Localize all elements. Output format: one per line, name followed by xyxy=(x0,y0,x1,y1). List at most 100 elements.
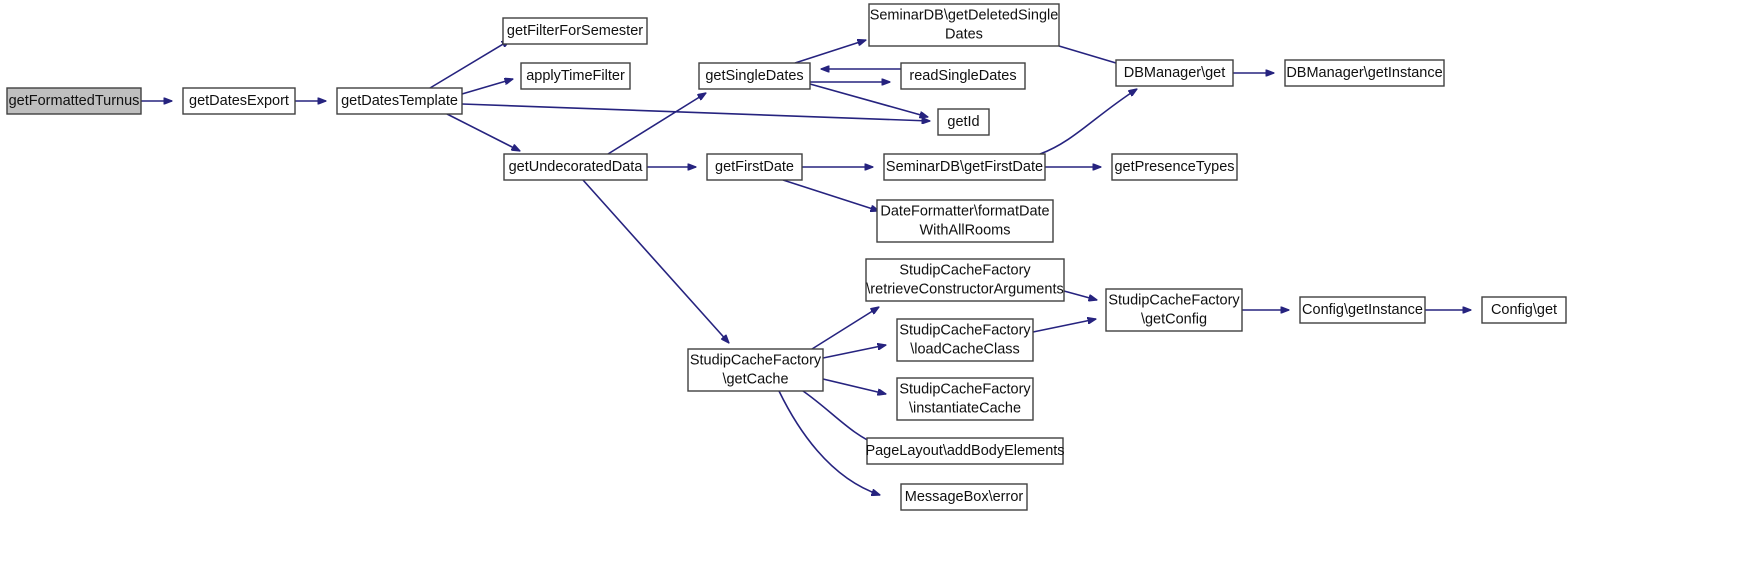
node-DBManagerget[interactable]: DBManager\get xyxy=(1115,59,1234,87)
node-box-applyTimeFilter[interactable] xyxy=(520,62,631,90)
call-edge-getDatesTemplate-to-getUndecoratedData xyxy=(446,113,520,151)
node-label-StudipCacheFactorygetCache: \getCache xyxy=(722,371,788,387)
node-box-MessageBoxerror[interactable] xyxy=(900,483,1028,511)
call-edge-SeminarDBgetDeletedSingleDates-to-DBManagerget xyxy=(1058,45,1126,66)
call-edge-StudipCacheFactorygetCache-to-StudipCacheFactoryretrieveConstructorArguments xyxy=(811,307,879,350)
call-edge-StudipCacheFactoryloadCacheClass-to-StudipCacheFactorygetConfig xyxy=(1032,319,1096,333)
node-box-SeminarDBgetDeletedSingleDates[interactable] xyxy=(868,3,1060,47)
node-getSingleDates[interactable]: getSingleDates xyxy=(698,62,811,90)
node-box-StudipCacheFactorygetCache[interactable] xyxy=(687,348,824,392)
node-StudipCacheFactoryloadCacheClass[interactable]: StudipCacheFactory \loadCacheClass xyxy=(896,318,1034,362)
node-box-StudipCacheFactoryloadCacheClass[interactable] xyxy=(896,318,1034,362)
node-box-PageLayoutaddBodyElements[interactable] xyxy=(866,437,1064,465)
node-box-getPresenceTypes[interactable] xyxy=(1111,153,1238,181)
node-label-DateFormatterformatDateWithAllRooms: DateFormatter\formatDate xyxy=(880,203,1049,219)
node-label-getUndecoratedData: getUndecoratedData xyxy=(509,159,644,175)
node-label-SeminarDBgetDeletedSingleDates: SeminarDB\getDeletedSingle xyxy=(870,7,1059,23)
call-edge-StudipCacheFactoryretrieveConstructorArguments-to-StudipCacheFactorygetConfig xyxy=(1063,290,1097,300)
node-applyTimeFilter[interactable]: applyTimeFilter xyxy=(520,62,631,90)
node-label-StudipCacheFactorygetConfig: \getConfig xyxy=(1141,311,1207,327)
node-label-Configget: Config\get xyxy=(1491,302,1557,318)
node-ConfiggetInstance[interactable]: Config\getInstance xyxy=(1299,296,1426,324)
node-readSingleDates[interactable]: readSingleDates xyxy=(900,62,1026,90)
node-box-readSingleDates[interactable] xyxy=(900,62,1026,90)
node-box-DBManagergetInstance[interactable] xyxy=(1284,59,1445,87)
node-label-DateFormatterformatDateWithAllRooms: WithAllRooms xyxy=(919,222,1010,238)
node-label-MessageBoxerror: MessageBox\error xyxy=(905,489,1024,505)
node-label-StudipCacheFactoryloadCacheClass: \loadCacheClass xyxy=(910,341,1020,357)
node-label-getFormattedTurnus: getFormattedTurnus xyxy=(9,93,140,109)
node-box-SeminarDBgetFirstDate[interactable] xyxy=(883,153,1046,181)
node-label-getId: getId xyxy=(947,114,979,130)
node-label-readSingleDates: readSingleDates xyxy=(909,68,1016,84)
node-box-getFilterForSemester[interactable] xyxy=(502,17,648,45)
call-edge-StudipCacheFactorygetCache-to-MessageBoxerror xyxy=(778,390,880,495)
call-edge-StudipCacheFactorygetCache-to-StudipCacheFactoryinstantiateCache xyxy=(822,378,886,394)
call-edge-getSingleDates-to-SeminarDBgetDeletedSingleDates xyxy=(794,40,866,64)
node-StudipCacheFactorygetCache[interactable]: StudipCacheFactory \getCache xyxy=(687,348,824,392)
node-label-DBManagergetInstance: DBManager\getInstance xyxy=(1286,65,1442,81)
node-StudipCacheFactoryinstantiateCache[interactable]: StudipCacheFactory \instantiateCache xyxy=(896,377,1034,421)
node-label-getSingleDates: getSingleDates xyxy=(705,68,803,84)
node-label-StudipCacheFactoryinstantiateCache: StudipCacheFactory xyxy=(899,381,1031,397)
node-box-getSingleDates[interactable] xyxy=(698,62,811,90)
node-box-ConfiggetInstance[interactable] xyxy=(1299,296,1426,324)
node-getFormattedTurnus[interactable]: getFormattedTurnus xyxy=(6,87,142,115)
node-getFirstDate[interactable]: getFirstDate xyxy=(706,153,803,181)
node-SeminarDBgetFirstDate[interactable]: SeminarDB\getFirstDate xyxy=(883,153,1046,181)
node-label-applyTimeFilter: applyTimeFilter xyxy=(526,68,625,84)
node-label-getFilterForSemester: getFilterForSemester xyxy=(507,23,643,39)
node-StudipCacheFactorygetConfig[interactable]: StudipCacheFactory \getConfig xyxy=(1105,288,1243,332)
node-PageLayoutaddBodyElements[interactable]: PageLayout\addBodyElements xyxy=(865,437,1065,465)
node-box-getDatesTemplate[interactable] xyxy=(336,87,463,115)
node-layer: getFormattedTurnus getDatesExport getDates… xyxy=(6,3,1567,511)
node-label-SeminarDBgetFirstDate: SeminarDB\getFirstDate xyxy=(886,159,1043,175)
node-Configget[interactable]: Config\get xyxy=(1481,296,1567,324)
node-box-StudipCacheFactoryinstantiateCache[interactable] xyxy=(896,377,1034,421)
node-getId[interactable]: getId xyxy=(937,108,990,136)
node-getUndecoratedData[interactable]: getUndecoratedData xyxy=(503,153,648,181)
node-label-StudipCacheFactorygetCache: StudipCacheFactory xyxy=(690,352,822,368)
node-label-getFirstDate: getFirstDate xyxy=(715,159,794,175)
node-box-getFormattedTurnus[interactable] xyxy=(6,87,142,115)
node-box-StudipCacheFactorygetConfig[interactable] xyxy=(1105,288,1243,332)
node-getDatesExport[interactable]: getDatesExport xyxy=(182,87,296,115)
node-label-PageLayoutaddBodyElements: PageLayout\addBodyElements xyxy=(865,443,1064,459)
node-MessageBoxerror[interactable]: MessageBox\error xyxy=(900,483,1028,511)
node-label-StudipCacheFactoryretrieveConstructorArguments: StudipCacheFactory xyxy=(899,262,1031,278)
node-getPresenceTypes[interactable]: getPresenceTypes xyxy=(1111,153,1238,181)
node-box-Configget[interactable] xyxy=(1481,296,1567,324)
node-label-StudipCacheFactoryloadCacheClass: StudipCacheFactory xyxy=(899,322,1031,338)
node-box-DBManagerget[interactable] xyxy=(1115,59,1234,87)
node-box-StudipCacheFactoryretrieveConstructorArguments[interactable] xyxy=(865,258,1065,302)
node-getFilterForSemester[interactable]: getFilterForSemester xyxy=(502,17,648,45)
node-label-SeminarDBgetDeletedSingleDates: Dates xyxy=(945,26,983,42)
call-edge-getDatesTemplate-to-getFilterForSemester xyxy=(429,40,510,89)
node-label-StudipCacheFactoryretrieveConstructorArguments: \retrieveConstructorArguments xyxy=(866,281,1063,297)
node-DBManagergetInstance[interactable]: DBManager\getInstance xyxy=(1284,59,1445,87)
call-edge-StudipCacheFactorygetCache-to-StudipCacheFactoryloadCacheClass xyxy=(822,345,886,359)
call-edge-getDatesTemplate-to-applyTimeFilter xyxy=(461,79,513,95)
node-StudipCacheFactoryretrieveConstructorArguments[interactable]: StudipCacheFactory \retrieveConstructorAr… xyxy=(865,258,1065,302)
node-box-getFirstDate[interactable] xyxy=(706,153,803,181)
node-label-ConfiggetInstance: Config\getInstance xyxy=(1302,302,1423,318)
node-label-getPresenceTypes: getPresenceTypes xyxy=(1114,159,1234,175)
node-box-DateFormatterformatDateWithAllRooms[interactable] xyxy=(876,199,1054,243)
node-label-StudipCacheFactorygetConfig: StudipCacheFactory xyxy=(1108,292,1240,308)
node-box-getUndecoratedData[interactable] xyxy=(503,153,648,181)
call-edge-getFirstDate-to-DateFormatterformatDateWithAllRooms xyxy=(782,179,879,211)
call-edge-getUndecoratedData-to-StudipCacheFactorygetCache xyxy=(582,179,729,343)
call-edge-getSingleDates-to-getId xyxy=(809,83,928,117)
node-getDatesTemplate[interactable]: getDatesTemplate xyxy=(336,87,463,115)
node-label-getDatesExport: getDatesExport xyxy=(189,93,289,109)
node-label-getDatesTemplate: getDatesTemplate xyxy=(341,93,458,109)
node-box-getDatesExport[interactable] xyxy=(182,87,296,115)
call-edge-SeminarDBgetFirstDate-to-DBManagerget xyxy=(1039,89,1137,155)
node-label-StudipCacheFactoryinstantiateCache: \instantiateCache xyxy=(909,400,1021,416)
node-box-getId[interactable] xyxy=(937,108,990,136)
call-edge-getDatesTemplate-to-getId xyxy=(461,103,930,121)
